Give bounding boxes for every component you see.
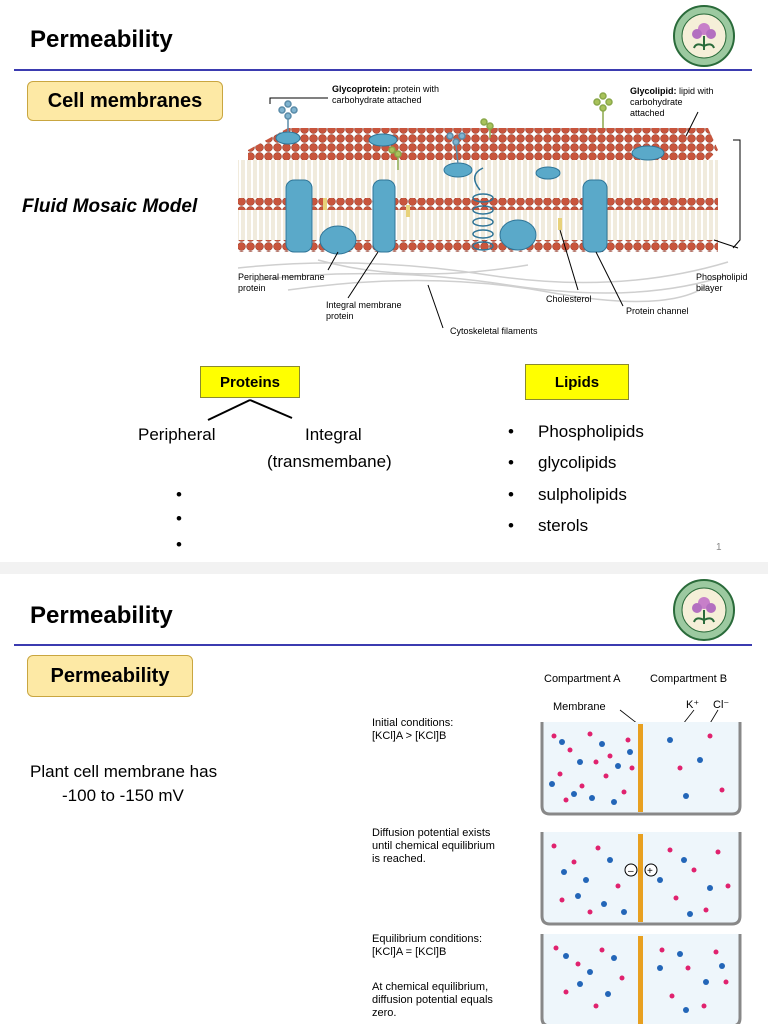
- empty-bullet: •: [176, 485, 182, 504]
- diagram-label-cholesterol: Cholesterol: [546, 294, 592, 304]
- diffusion-text-3: is reached.: [372, 853, 426, 865]
- slide-2: Permeability Permeability Plant cell mem…: [0, 574, 768, 1024]
- beaker-initial: [540, 722, 742, 816]
- lipid-list-item: •glycolipids: [508, 453, 617, 472]
- chemical-equilibrium-text-2: diffusion potential equals: [372, 994, 493, 1006]
- membrane-label: Membrane: [553, 701, 606, 713]
- cl-ion-label: Cl⁻: [713, 699, 729, 711]
- fluid-mosaic-diagram: Glycoprotein: protein with carbohydrate …: [228, 80, 748, 345]
- beaker-equilibrium: [540, 934, 742, 1024]
- initial-conditions-label: Initial conditions:: [372, 717, 453, 729]
- diagram-label-glycoprotein-2: carbohydrate attached: [332, 95, 422, 105]
- lipid-list-item: •Phospholipids: [508, 422, 644, 441]
- cell-membranes-label: Cell membranes: [27, 81, 223, 121]
- diagram-label-protein-channel: Protein channel: [626, 306, 689, 316]
- lipids-label: Lipids: [525, 364, 629, 400]
- empty-bullet: •: [176, 509, 182, 528]
- proteins-branch-lines: [207, 399, 293, 421]
- diagram-label-peripheral: Peripheral membrane: [238, 272, 325, 282]
- diagram-label-glycolipid-3: attached: [630, 108, 665, 118]
- compartment-b-label: Compartment B: [650, 673, 727, 685]
- svg-text:+: +: [647, 866, 653, 877]
- diagram-label-glycolipid: Glycolipid: lipid with: [630, 86, 714, 96]
- empty-bullet: •: [176, 535, 182, 554]
- k-ion-label: K⁺: [686, 699, 699, 711]
- diffusion-text-1: Diffusion potential exists: [372, 827, 491, 839]
- beaker-diffusion: – +: [540, 832, 742, 926]
- equilibrium-text-1: Equilibrium conditions:: [372, 933, 482, 945]
- diagram-label-bilayer: bilayer: [696, 283, 723, 293]
- integral-protein-text: Integral: [305, 425, 362, 444]
- diagram-label-cytoskeletal: Cytoskeletal filaments: [450, 326, 538, 336]
- botany-department-seal-icon: [672, 4, 736, 68]
- botany-department-seal-icon: [672, 578, 736, 642]
- diagram-label-integral-2: protein: [326, 311, 354, 321]
- initial-conditions-formula: [KCl]A > [KCl]B: [372, 730, 446, 742]
- proteins-label: Proteins: [200, 366, 300, 398]
- title-underline: [14, 644, 752, 646]
- transmembrane-text: (transmembane): [267, 452, 392, 471]
- diagram-label-phospholipid: Phospholipid: [696, 272, 748, 282]
- diffusion-text-2: until chemical equilibrium: [372, 840, 495, 852]
- diagram-label-peripheral-2: protein: [238, 283, 266, 293]
- body-text-line-1: Plant cell membrane has: [30, 762, 218, 781]
- peripheral-protein-text: Peripheral: [138, 425, 216, 444]
- diagram-label-glycoprotein: Glycoprotein: protein with: [332, 84, 439, 94]
- diagram-label-glycolipid-2: carbohydrate: [630, 97, 683, 107]
- body-text-line-2: -100 to -150 mV: [62, 786, 184, 805]
- svg-text:–: –: [628, 866, 634, 877]
- diagram-label-integral: Integral membrane: [326, 300, 402, 310]
- slide-title: Permeability: [30, 26, 173, 53]
- title-underline: [14, 69, 752, 71]
- page-number: 1: [716, 542, 722, 553]
- chemical-equilibrium-text-3: zero.: [372, 1007, 396, 1019]
- compartment-a-label: Compartment A: [544, 673, 621, 685]
- slide-1: Permeability Cell membranes Fluid Mosaic…: [14, 4, 752, 554]
- slide-title: Permeability: [30, 602, 173, 629]
- permeability-label: Permeability: [27, 655, 193, 697]
- lipid-list-item: •sterols: [508, 516, 589, 535]
- lipid-list-item: •sulpholipids: [508, 485, 627, 504]
- equilibrium-formula: [KCl]A = [KCl]B: [372, 946, 446, 958]
- diffusion-potential-diagram: Compartment A Compartment B Membrane K⁺ …: [370, 666, 760, 1024]
- chemical-equilibrium-text-1: At chemical equilibrium,: [372, 981, 488, 993]
- slide-separator: [0, 562, 768, 574]
- fluid-mosaic-model-label: Fluid Mosaic Model: [22, 196, 198, 217]
